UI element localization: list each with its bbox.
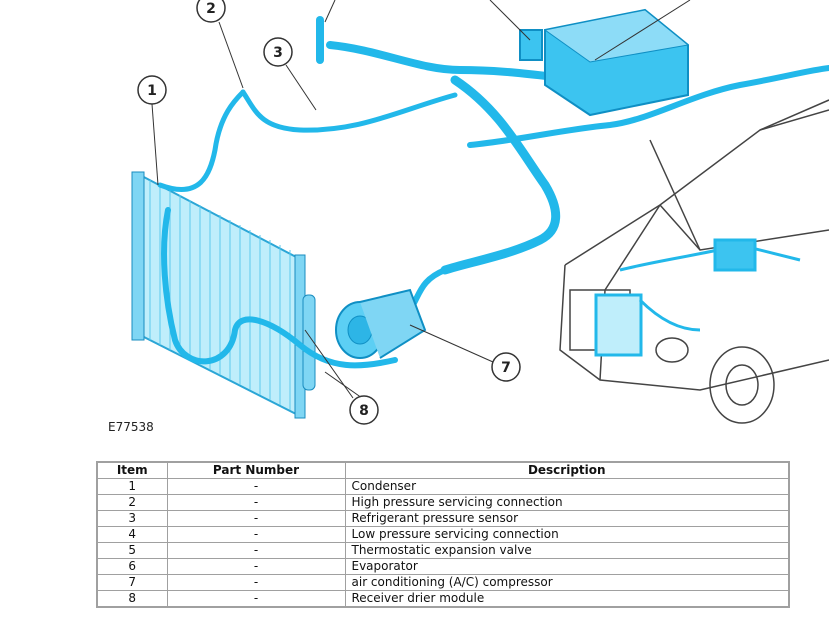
- cell-part-number: -: [166, 526, 346, 543]
- cell-description: air conditioning (A/C) compressor: [344, 574, 790, 591]
- receiver-drier: [302, 294, 316, 391]
- cell-description: High pressure servicing connection: [344, 494, 790, 511]
- callout-1: 1: [137, 75, 167, 105]
- cell-description: Receiver drier module: [344, 590, 790, 608]
- cell-part-number: -: [166, 478, 346, 495]
- cell-item: 8: [96, 590, 168, 608]
- cell-description: Thermostatic expansion valve: [344, 542, 790, 559]
- header-item: Item: [96, 461, 168, 479]
- compressor: [335, 288, 427, 359]
- cell-part-number: -: [166, 510, 346, 527]
- cell-part-number: -: [166, 542, 346, 559]
- vehicle-outline: [559, 99, 829, 424]
- callout-3: 3: [263, 37, 293, 67]
- table-row: 3 - Refrigerant pressure sensor: [96, 510, 790, 527]
- table-header-row: Item Part Number Description: [96, 461, 790, 479]
- table-row: 5 - Thermostatic expansion valve: [96, 542, 790, 559]
- vehicle-ac-overlay: [594, 238, 801, 357]
- leader-lines: [151, 0, 691, 399]
- callout-8-label: 8: [359, 403, 369, 419]
- table-row: 2 - High pressure servicing connection: [96, 494, 790, 511]
- table-row: 8 - Receiver drier module: [96, 590, 790, 608]
- table-row: 7 - air conditioning (A/C) compressor: [96, 574, 790, 591]
- cell-item: 2: [96, 494, 168, 511]
- expansion-valve: [519, 29, 543, 61]
- callout-2-label: 2: [206, 1, 216, 17]
- parts-table: Item Part Number Description 1 - Condens…: [96, 461, 790, 608]
- callout-8: 8: [349, 395, 379, 425]
- callout-3-label: 3: [273, 45, 283, 61]
- cell-item: 7: [96, 574, 168, 591]
- cell-item: 3: [96, 510, 168, 527]
- table-row: 1 - Condenser: [96, 478, 790, 495]
- condenser: [131, 171, 306, 419]
- table-row: 4 - Low pressure servicing connection: [96, 526, 790, 543]
- table-row: 6 - Evaporator: [96, 558, 790, 575]
- cell-description: Low pressure servicing connection: [344, 526, 790, 543]
- cell-description: Refrigerant pressure sensor: [344, 510, 790, 527]
- callout-7-label: 7: [501, 360, 511, 376]
- cell-description: Evaporator: [344, 558, 790, 575]
- cell-item: 5: [96, 542, 168, 559]
- header-part-number: Part Number: [166, 461, 346, 479]
- ac-system-diagram: 1 2 3 7 8: [131, 0, 829, 425]
- cell-item: 6: [96, 558, 168, 575]
- cell-part-number: -: [166, 590, 346, 608]
- figure-id: E77538: [108, 420, 154, 434]
- cell-description: Condenser: [344, 478, 790, 495]
- cell-item: 1: [96, 478, 168, 495]
- cell-part-number: -: [166, 574, 346, 591]
- callout-7: 7: [491, 352, 521, 382]
- evaporator: [543, 8, 690, 117]
- cell-part-number: -: [166, 558, 346, 575]
- cell-part-number: -: [166, 494, 346, 511]
- header-description: Description: [344, 461, 790, 479]
- callout-2: 2: [196, 0, 226, 23]
- callout-1-label: 1: [147, 83, 157, 99]
- cell-item: 4: [96, 526, 168, 543]
